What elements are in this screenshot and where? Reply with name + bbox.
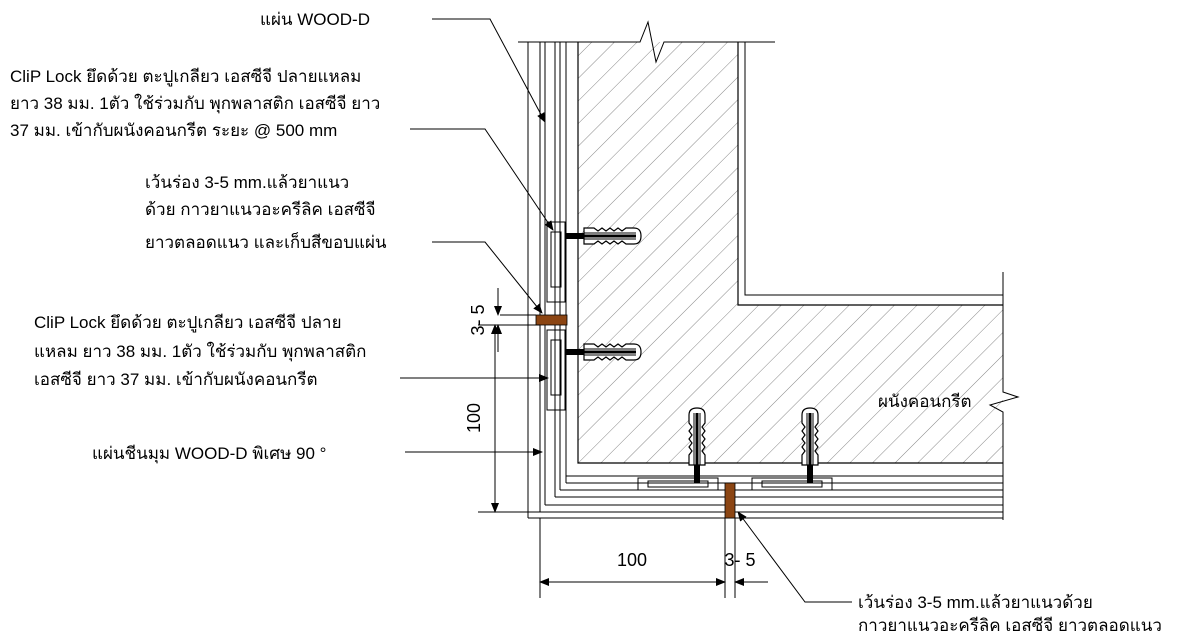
- label-gap-horizontal-1: เว้นร่อง 3-5 mm.แล้วยาแนวด้วย: [858, 593, 1093, 612]
- label-corner-board: แผ่นชีนมุม WOOD-D พิเศษ 90 °: [92, 444, 326, 464]
- screw-plug-vertical-2: [801, 407, 819, 483]
- label-cliplock-bottom-3: เอสซีจี ยาว 37 มม. เข้ากับผนังคอนกรีต: [34, 370, 318, 389]
- dimension-vertical-length: [478, 324, 540, 513]
- label-cliplock-top-1: CliP Lock ยึดด้วย ตะปูเกลียว เอสซีจี ปลา…: [10, 67, 361, 87]
- leader-lines: [400, 18, 852, 603]
- annotation-labels: แผ่น WOOD-D CliP Lock ยึดด้วย ตะปูเกลียว…: [10, 10, 1162, 635]
- dimension-horizontal-length-text: 100: [617, 550, 647, 570]
- dimension-horizontal-gap-text: 3- 5: [724, 550, 755, 570]
- screw-plug-horizontal-1: [566, 227, 642, 245]
- clip-lock-horizontal-2: [751, 477, 833, 491]
- label-gap-vertical-1: เว้นร่อง 3-5 mm.แล้วยาแนว: [145, 173, 349, 192]
- label-cliplock-bottom-2: แหลม ยาว 38 มม. 1ตัว ใช้ร่วมกับ พุกพลาสต…: [34, 341, 366, 362]
- dimension-vertical-length-text: 100: [464, 403, 484, 433]
- dimension-vertical-gap-text: 3- 5: [468, 304, 488, 335]
- label-gap-horizontal-2: กาวยาแนวอะครีลิค เอสซีจี ยาวตลอดแนว: [858, 616, 1162, 635]
- label-cliplock-bottom-1: CliP Lock ยึดด้วย ตะปูเกลียว เอสซีจี ปลา…: [34, 313, 342, 333]
- dimension-vertical-gap: [494, 288, 536, 352]
- dimension-horizontal: [539, 518, 768, 598]
- sealant-joint-horizontal: [724, 482, 736, 519]
- label-board-name: แผ่น WOOD-D: [260, 10, 370, 29]
- label-gap-vertical-3: ยาวตลอดแนว และเก็บสีขอบแผ่น: [145, 231, 387, 252]
- label-gap-vertical-2: ด้วย กาวยาแนวอะครีลิค เอสซีจี: [145, 200, 376, 219]
- label-cliplock-top-2: ยาว 38 มม. 1ตัว ใช้ร่วมกับ พุกพลาสติก เอ…: [10, 93, 380, 114]
- concrete-wall: [518, 20, 1020, 520]
- label-cliplock-top-3: 37 มม. เข้ากับผนังคอนกรีต ระยะ @ 500 mm: [10, 121, 337, 140]
- sealant-joint-vertical: [535, 314, 568, 326]
- clip-lock-vertical-1: [546, 221, 566, 303]
- wood-d-board-horizontal: [528, 475, 1003, 519]
- clip-lock-horizontal-1: [637, 477, 719, 491]
- screw-plug-vertical-1: [688, 407, 706, 483]
- screw-plug-horizontal-2: [566, 343, 642, 361]
- clip-lock-vertical-2: [546, 329, 566, 411]
- label-concrete-wall: ผนังคอนกรีต: [878, 392, 972, 411]
